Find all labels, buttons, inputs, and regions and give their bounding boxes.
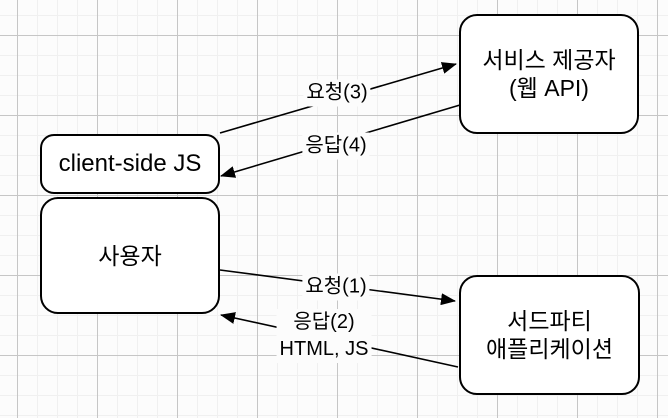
edge-label-response2-line1: 응답(2) (293, 311, 355, 333)
node-third-party-app-label-line2: 애플리케이션 (486, 336, 613, 362)
node-user: 사용자 (40, 197, 220, 314)
node-third-party-app: 서드파티 애플리케이션 (459, 275, 640, 395)
edge-label-response2: 응답(2) HTML, JS (276, 309, 372, 363)
node-service-provider-label-line2: (웹 API) (509, 75, 589, 101)
node-client-side-js-label: client-side JS (58, 150, 202, 177)
node-user-label: 사용자 (98, 242, 162, 269)
edge-label-response4: 응답(4) (302, 132, 370, 160)
node-service-provider-label-line1: 서비스 제공자 (482, 47, 616, 73)
node-client-side-js: client-side JS (40, 134, 220, 194)
node-third-party-app-label-line1: 서드파티 (507, 308, 592, 334)
node-service-provider: 서비스 제공자 (웹 API) (459, 14, 639, 134)
edge-label-response2-line2: HTML, JS (279, 338, 369, 360)
edge-label-request3: 요청(3) (303, 79, 371, 107)
edge-label-request1: 요청(1) (302, 273, 370, 301)
